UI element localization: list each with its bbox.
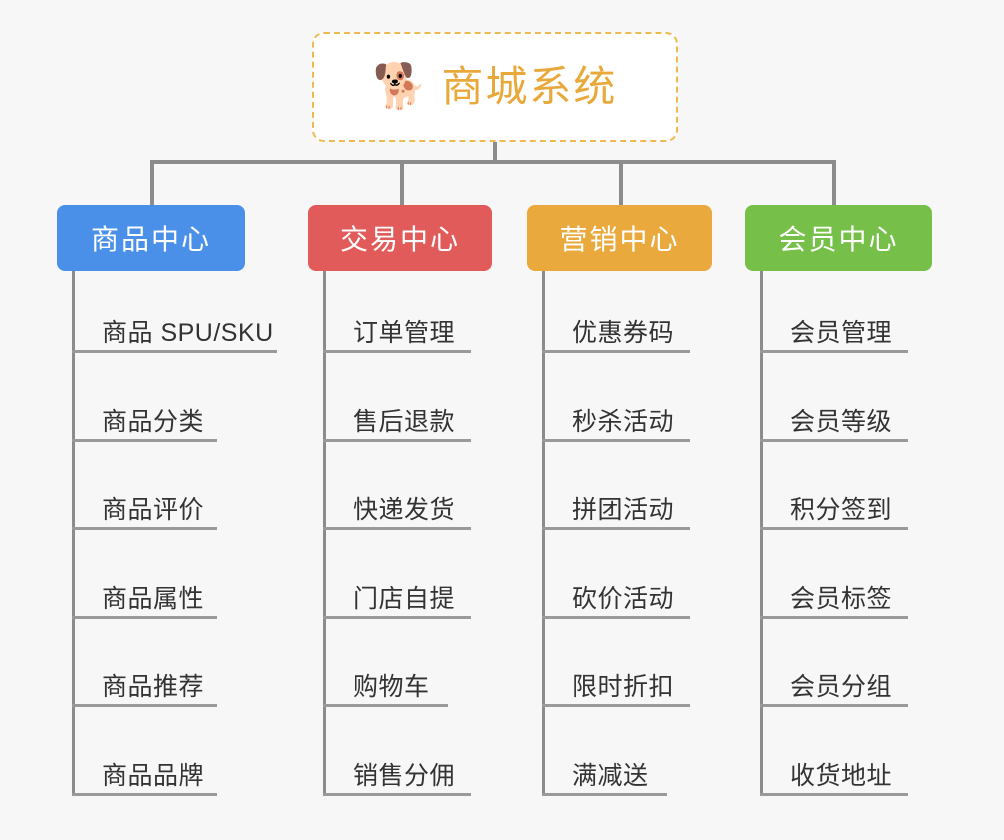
leaf-item[interactable]: 秒杀活动 bbox=[542, 402, 690, 442]
leaf-label: 售后退款 bbox=[353, 408, 456, 437]
leaf-label: 优惠券码 bbox=[572, 319, 675, 348]
leaf-item[interactable]: 商品推荐 bbox=[72, 667, 217, 707]
leaf-label: 收货地址 bbox=[790, 762, 893, 791]
leaf-item[interactable]: 商品 SPU/SKU bbox=[72, 313, 277, 353]
leaf-item[interactable]: 商品分类 bbox=[72, 402, 217, 442]
branch-header-label: 会员中心 bbox=[778, 224, 899, 255]
branch-header-marketing-center[interactable]: 营销中心 bbox=[527, 205, 712, 271]
leaf-item[interactable]: 销售分佣 bbox=[323, 756, 471, 796]
leaf-item[interactable]: 会员分组 bbox=[760, 667, 908, 707]
leaf-label: 积分签到 bbox=[790, 496, 893, 525]
leaf-item[interactable]: 商品评价 bbox=[72, 490, 217, 530]
leaf-item[interactable]: 会员管理 bbox=[760, 313, 908, 353]
leaf-item[interactable]: 拼团活动 bbox=[542, 490, 690, 530]
branch-drop-connector-4 bbox=[832, 160, 836, 206]
leaf-label: 商品分类 bbox=[102, 408, 205, 437]
leaf-item[interactable]: 门店自提 bbox=[323, 579, 471, 619]
leaf-item[interactable]: 满减送 bbox=[542, 756, 667, 796]
leaf-label: 秒杀活动 bbox=[572, 408, 675, 437]
leaf-label: 购物车 bbox=[353, 673, 430, 702]
branch-trunk-line bbox=[323, 271, 326, 795]
leaf-label: 商品属性 bbox=[102, 585, 205, 614]
leaf-item[interactable]: 售后退款 bbox=[323, 402, 471, 442]
leaf-label: 商品评价 bbox=[102, 496, 205, 525]
leaf-label: 快递发货 bbox=[353, 496, 456, 525]
leaf-label: 会员管理 bbox=[790, 319, 893, 348]
leaf-label: 拼团活动 bbox=[572, 496, 675, 525]
branch-drop-connector-1 bbox=[150, 160, 154, 206]
leaf-label: 销售分佣 bbox=[353, 762, 456, 791]
horizontal-bus-connector bbox=[150, 160, 836, 164]
leaf-item[interactable]: 优惠券码 bbox=[542, 313, 690, 353]
leaf-item[interactable]: 快递发货 bbox=[323, 490, 471, 530]
branch-header-product-center[interactable]: 商品中心 bbox=[57, 205, 245, 271]
branch-trunk-line bbox=[760, 271, 763, 795]
leaf-item[interactable]: 收货地址 bbox=[760, 756, 908, 796]
branch-header-label: 营销中心 bbox=[559, 224, 680, 255]
root-node[interactable]: 🐕 商城系统 bbox=[312, 32, 678, 142]
leaf-item[interactable]: 商品品牌 bbox=[72, 756, 217, 796]
root-title: 商城系统 bbox=[441, 63, 618, 110]
leaf-label: 砍价活动 bbox=[572, 585, 675, 614]
shiba-dog-face-icon: 🐕 bbox=[372, 62, 428, 111]
leaf-item[interactable]: 砍价活动 bbox=[542, 579, 690, 619]
leaf-label: 满减送 bbox=[572, 762, 649, 791]
branch-drop-connector-3 bbox=[619, 160, 623, 206]
leaf-item[interactable]: 商品属性 bbox=[72, 579, 217, 619]
leaf-label: 会员等级 bbox=[790, 408, 893, 437]
leaf-item[interactable]: 购物车 bbox=[323, 667, 448, 707]
leaf-label: 限时折扣 bbox=[572, 673, 675, 702]
leaf-label: 会员分组 bbox=[790, 673, 893, 702]
branch-header-label: 商品中心 bbox=[90, 224, 211, 255]
branch-header-label: 交易中心 bbox=[339, 224, 460, 255]
leaf-label: 商品推荐 bbox=[102, 673, 205, 702]
leaf-item[interactable]: 积分签到 bbox=[760, 490, 908, 530]
branch-drop-connector-2 bbox=[400, 160, 404, 206]
leaf-label: 商品品牌 bbox=[102, 762, 205, 791]
leaf-item[interactable]: 会员标签 bbox=[760, 579, 908, 619]
branch-trunk-line bbox=[542, 271, 545, 795]
root-stem-connector bbox=[493, 142, 497, 163]
leaf-item[interactable]: 限时折扣 bbox=[542, 667, 690, 707]
leaf-label: 门店自提 bbox=[353, 585, 456, 614]
branch-header-trade-center[interactable]: 交易中心 bbox=[308, 205, 492, 271]
leaf-label: 会员标签 bbox=[790, 585, 893, 614]
branch-header-member-center[interactable]: 会员中心 bbox=[745, 205, 932, 271]
leaf-item[interactable]: 会员等级 bbox=[760, 402, 908, 442]
leaf-item[interactable]: 订单管理 bbox=[323, 313, 471, 353]
leaf-label: 商品 SPU/SKU bbox=[102, 319, 274, 348]
branch-trunk-line bbox=[72, 271, 75, 795]
leaf-label: 订单管理 bbox=[353, 319, 456, 348]
